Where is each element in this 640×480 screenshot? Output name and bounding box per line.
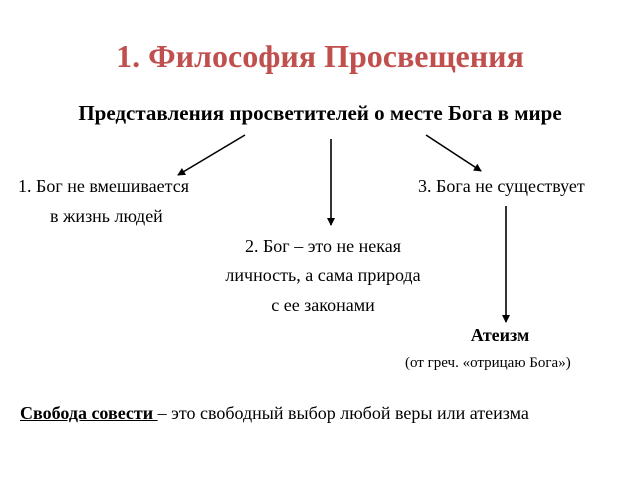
arrow-right [425,134,482,172]
node-1-line-2: в жизнь людей [50,206,163,226]
node-1-line-1: 1. Бог не вмешивается [18,176,189,196]
atheism-title: Атеизм [470,325,530,345]
page-title: 1. Философия Просвещения [116,38,524,74]
node-2-line-1: 2. Бог – это не некая [244,236,402,256]
definition-term: Свобода совести [20,403,158,423]
node-3: 3. Бога не существует [418,176,585,196]
atheism-note: (от греч. «отрицаю Бога») [405,355,571,371]
node-2-line-3: с ее законами [271,295,375,315]
definition: Свобода совести – это свободный выбор лю… [20,403,529,424]
diagram-heading: Представления просветителей о месте Бога… [78,101,562,125]
node-2-line-2: личность, а сама природа [225,265,421,285]
definition-text: – это свободный выбор любой веры или ате… [157,403,529,423]
arrow-left [177,134,246,176]
